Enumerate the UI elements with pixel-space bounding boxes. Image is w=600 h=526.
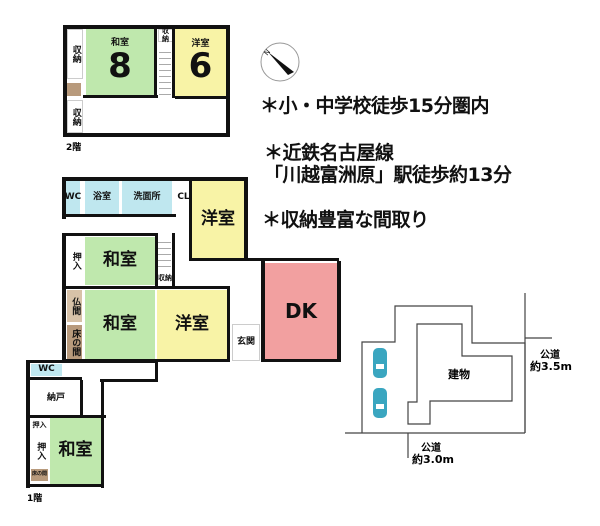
room-shuno: 収納 [158,272,172,286]
car-icon [373,348,387,378]
feature-line: ＊近鉄名古屋線 [264,142,394,164]
stairs [159,47,171,95]
room-wc2: WC [31,364,62,376]
room-oshiire2: 押入 [31,419,48,432]
room-size: 8 [108,45,132,86]
road-east-name: 公道 [540,350,560,361]
road-south-width: 約3.0m [412,453,454,466]
site-plan [345,293,552,458]
room-youshitsu2: 洋室 [157,290,227,359]
room-oshiire1: 押入 [67,237,83,285]
room-washitsu1: 和室 [85,237,155,285]
room-nando: 納戸 [31,381,81,416]
floor1-label: 1階 [27,494,43,504]
room-oshiire3: 押入 [31,436,48,466]
building-label: 建物 [448,368,470,381]
room-closet-left2: 収納 [67,100,83,133]
room-genkan: 玄関 [232,324,260,361]
room-washitsu-8: 和室 8 [86,29,154,95]
room-butsuma: 仏間 [67,290,82,322]
road-south-name: 公道 [421,443,441,454]
compass-north-label: N [263,48,273,57]
feature-station: 「川越富洲原」駅徒歩約13分 [264,164,512,186]
car-icon [373,388,387,418]
floor2-plan [63,25,230,137]
room-closet-left1: 収納 [67,29,83,79]
room-tokonoma1: 床の間 [67,325,82,359]
room-closet-top: 収納 [158,27,173,42]
compass-icon: N [260,42,300,82]
room-youshitsu1: 洋室 [192,181,244,258]
room-washitsu2: 和室 [85,290,155,359]
stair-small [67,83,81,96]
room-youshitsu-6: 洋室 6 [175,29,226,96]
room-label: 洋室 [191,38,210,49]
stairs [158,237,171,269]
floor2-label: 2階 [66,143,82,153]
room-wc1: WC [65,181,81,214]
feature-storage: ＊収納豊富な間取り [262,209,429,231]
room-dk: DK [265,263,337,359]
room-cl: CL [176,181,191,214]
room-tokonoma2: 床の間 [31,469,48,481]
room-label: 和室 [110,38,129,49]
room-size: 6 [188,46,213,87]
room-washitsu3: 和室 [50,418,101,484]
building-outline [407,323,513,425]
room-bath: 浴室 [85,181,119,214]
room-washroom: 洗面所 [122,181,172,214]
road-east-width: 約3.5m [530,360,572,373]
feature-school: ＊小・中学校徒歩15分圏内 [260,95,489,117]
lot-boundary [361,305,526,433]
